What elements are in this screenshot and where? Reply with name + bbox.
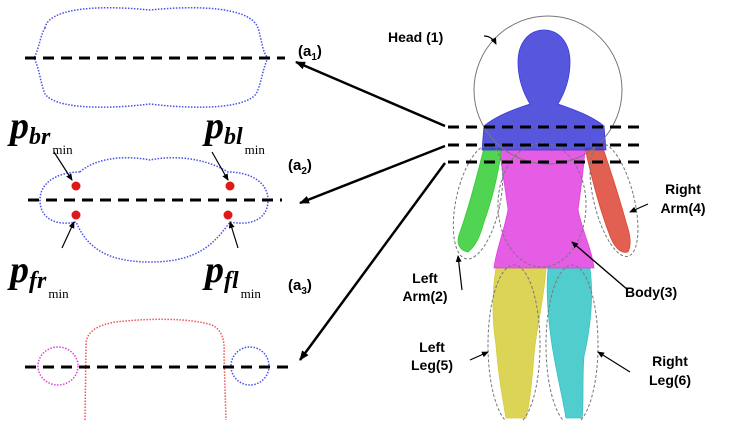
min-point-fl <box>223 210 233 220</box>
min-point-br <box>71 181 81 191</box>
section-label-a2: (a2) <box>288 157 312 177</box>
section-label-a1: (a1) <box>298 43 322 63</box>
outline-right-arm <box>589 143 639 257</box>
pointer-right-leg <box>597 351 631 373</box>
pointer-bl <box>211 151 229 181</box>
body-part-right-arm <box>584 147 631 253</box>
body-part-head <box>481 29 607 151</box>
body-part-torso <box>493 149 595 269</box>
label-left-arm-line1: Left <box>412 270 438 286</box>
label-right-arm-line1: Right <box>665 181 701 197</box>
outline-torso <box>497 142 587 268</box>
pointer-right-arm <box>629 203 649 213</box>
arrow-to-a3 <box>298 162 447 361</box>
outline-head <box>473 15 623 165</box>
cross-section-a2-contour <box>39 156 269 263</box>
pointer-head <box>483 35 497 45</box>
label-left-leg-line2: Leg(5) <box>411 357 453 373</box>
body-part-right-leg <box>546 267 593 419</box>
pointer-left-arm <box>455 255 463 291</box>
cross-section-a3 <box>25 318 292 421</box>
label-right-arm-line2: Arm(4) <box>660 200 705 216</box>
pointer-left-leg <box>469 351 489 361</box>
cross-section-a3-torso-contour <box>84 318 227 421</box>
body-part-left-arm <box>457 147 503 253</box>
label-head: Head (1) <box>388 29 443 45</box>
label-body: Body(3) <box>625 284 677 300</box>
pointer-fr <box>61 221 75 249</box>
body-part-left-leg <box>492 267 547 419</box>
outline-left-leg <box>487 264 541 421</box>
label-left-leg-line1: Left <box>419 339 445 355</box>
min-point-bl <box>225 181 235 191</box>
pointer-fl <box>228 221 239 249</box>
section-label-a3: (a3) <box>288 277 312 297</box>
cross-section-a1 <box>25 7 285 108</box>
pointer-body <box>571 241 629 291</box>
arrow-to-a1 <box>295 60 446 128</box>
label-right-leg-line1: Right <box>652 353 688 369</box>
label-left-arm-line2: Arm(2) <box>402 288 447 304</box>
pointer-br <box>53 151 73 181</box>
min-point-fr <box>71 210 81 220</box>
cross-section-a2 <box>28 151 282 263</box>
arrow-to-a2 <box>299 144 446 205</box>
label-right-leg-line2: Leg(6) <box>649 372 691 388</box>
segmented-body-figure <box>452 15 639 421</box>
outline-right-leg <box>545 264 599 421</box>
cross-section-a3-left-arm-contour <box>37 346 79 386</box>
